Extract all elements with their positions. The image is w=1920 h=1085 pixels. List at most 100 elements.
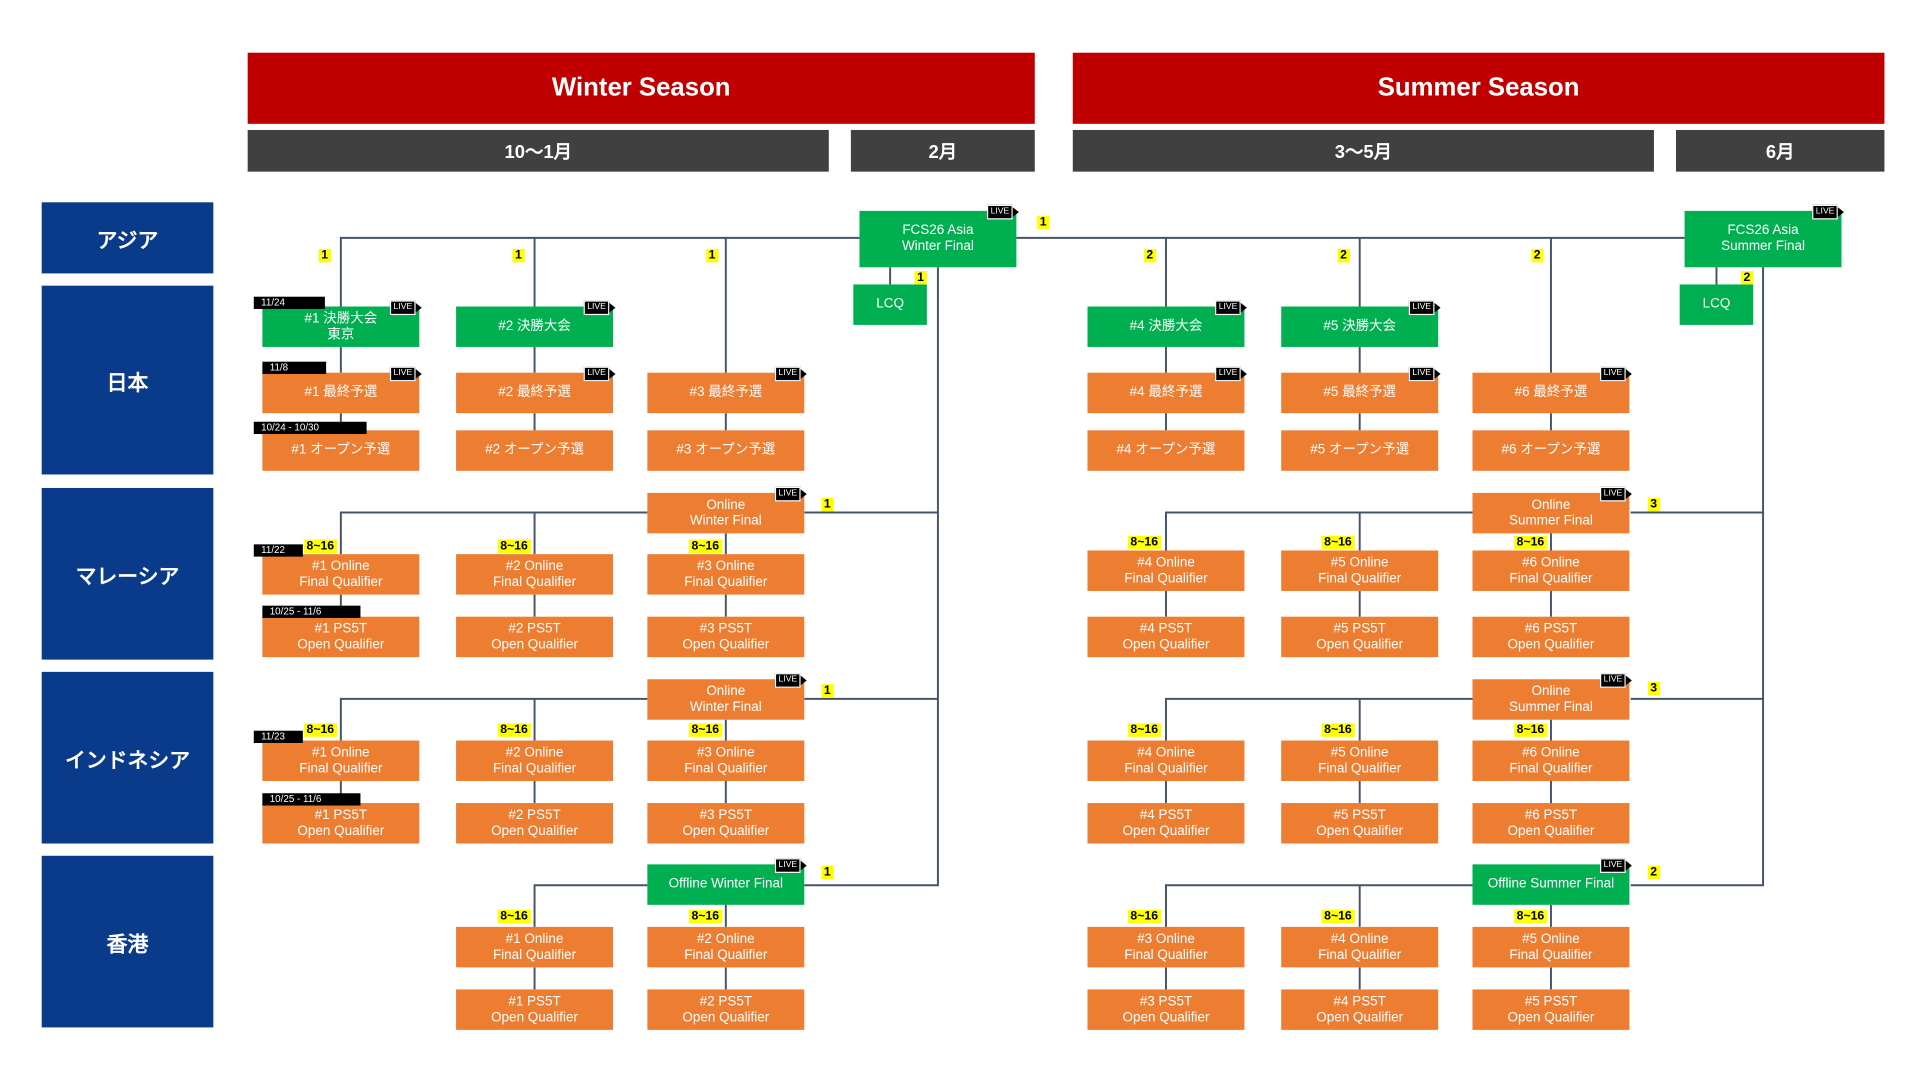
stage-box-j6: #1 オープン予選 bbox=[262, 430, 420, 471]
stage-box-label: #3 PS5T Open Qualifier bbox=[682, 807, 770, 839]
stage-box-a2: LCQ bbox=[853, 284, 927, 325]
stage-box-label: #1 最終予選 bbox=[304, 384, 378, 400]
seat-count-badge: 8~16 bbox=[1514, 909, 1547, 924]
stage-box-h1: Offline Winter Final bbox=[647, 864, 805, 905]
date-tag: 11/23 bbox=[253, 730, 303, 743]
stage-box-h2: #1 Online Final Qualifier bbox=[456, 926, 614, 968]
live-badge-icon: LIVE bbox=[774, 366, 808, 382]
stage-box-label: #1 Online Final Qualifier bbox=[299, 744, 383, 776]
region-hongkong: 香港 bbox=[41, 855, 214, 1028]
stage-box-label: #2 オープン予選 bbox=[485, 442, 584, 458]
seat-count-badge: 8~16 bbox=[689, 723, 722, 737]
stage-box-label: #5 PS5T Open Qualifier bbox=[1316, 807, 1404, 839]
seat-count-badge: 1 bbox=[318, 248, 331, 263]
seat-count-badge: 8~16 bbox=[1321, 723, 1355, 737]
live-badge-icon: LIVE bbox=[1812, 204, 1845, 220]
stage-box-label: #6 PS5T Open Qualifier bbox=[1507, 807, 1595, 839]
stage-box-label: Online Winter Final bbox=[689, 497, 762, 528]
month-header-mar-may: 3〜5月 bbox=[1072, 129, 1654, 172]
live-badge-icon: LIVE bbox=[389, 300, 423, 316]
region-asia: アジア bbox=[41, 202, 214, 274]
stage-box-label: Online Summer Final bbox=[1508, 683, 1593, 715]
stage-box-label: #5 PS5T Open Qualifier bbox=[1507, 993, 1595, 1025]
seat-count-badge: 3 bbox=[1647, 497, 1660, 512]
stage-box-label: #4 決勝大会 bbox=[1129, 318, 1203, 334]
stage-box-label: Offline Summer Final bbox=[1487, 876, 1615, 892]
stage-box-label: #6 Online Final Qualifier bbox=[1509, 744, 1593, 776]
region-japan: 日本 bbox=[41, 285, 214, 475]
seat-count-badge: 1 bbox=[706, 248, 718, 263]
stage-box-m5: #1 PS5T Open Qualifier bbox=[262, 616, 420, 658]
stage-box-label: FCS26 Asia Summer Final bbox=[1721, 223, 1806, 254]
stage-box-m7: #3 PS5T Open Qualifier bbox=[647, 616, 805, 658]
live-badge-icon: LIVE bbox=[774, 673, 808, 688]
stage-box-label: #4 Online Final Qualifier bbox=[1124, 744, 1208, 776]
stage-box-label: #1 PS5T Open Qualifier bbox=[297, 807, 385, 839]
live-badge-icon: LIVE bbox=[1215, 300, 1248, 316]
stage-box-label: #3 Online Final Qualifier bbox=[1124, 931, 1208, 962]
live-badge-icon: LIVE bbox=[986, 204, 1020, 220]
stage-box-label: #5 決勝大会 bbox=[1323, 318, 1397, 334]
seat-count-badge: 8~16 bbox=[1514, 723, 1547, 737]
stage-box-h5: #2 PS5T Open Qualifier bbox=[647, 989, 805, 1030]
stage-box-i1: Online Winter Final bbox=[647, 679, 805, 720]
stage-box-i13: #5 PS5T Open Qualifier bbox=[1281, 803, 1439, 844]
region-indonesia: インドネシア bbox=[41, 671, 214, 844]
stage-box-h10: #3 PS5T Open Qualifier bbox=[1087, 989, 1245, 1030]
seat-count-badge: 8~16 bbox=[304, 723, 337, 737]
region-malaysia: マレーシア bbox=[41, 487, 214, 660]
seat-count-badge: 8~16 bbox=[1321, 909, 1355, 924]
seat-count-badge: 1 bbox=[914, 270, 927, 285]
stage-box-j14: #4 オープン予選 bbox=[1087, 430, 1245, 471]
stage-box-i2: #1 Online Final Qualifier bbox=[262, 740, 420, 781]
summer-season-header: Summer Season bbox=[1072, 52, 1885, 124]
stage-box-label: #1 決勝大会 東京 bbox=[304, 310, 378, 342]
stage-box-label: #4 Online Final Qualifier bbox=[1318, 931, 1402, 962]
stage-box-j15: #5 オープン予選 bbox=[1281, 430, 1439, 471]
stage-box-label: #5 オープン予選 bbox=[1310, 442, 1410, 458]
stage-box-label: #5 Online Final Qualifier bbox=[1318, 554, 1402, 586]
stage-box-label: #6 オープン予選 bbox=[1501, 442, 1601, 458]
stage-box-label: #4 Online Final Qualifier bbox=[1124, 554, 1208, 586]
stage-box-j7: #2 オープン予選 bbox=[456, 430, 614, 471]
stage-box-h11: #4 PS5T Open Qualifier bbox=[1281, 989, 1439, 1030]
connector-line bbox=[533, 884, 648, 927]
live-badge-icon: LIVE bbox=[1408, 300, 1442, 316]
seat-count-badge: 8~16 bbox=[497, 909, 531, 924]
stage-box-m12: #4 PS5T Open Qualifier bbox=[1087, 616, 1245, 658]
stage-box-h3: #2 Online Final Qualifier bbox=[647, 926, 805, 968]
live-badge-icon: LIVE bbox=[1408, 366, 1442, 382]
date-tag: 11/22 bbox=[253, 544, 303, 557]
stage-box-m9: #4 Online Final Qualifier bbox=[1087, 550, 1245, 591]
live-badge-icon: LIVE bbox=[1215, 366, 1248, 382]
month-header-jun: 6月 bbox=[1676, 129, 1885, 172]
stage-box-a4: LCQ bbox=[1679, 284, 1754, 325]
stage-box-i7: #3 PS5T Open Qualifier bbox=[647, 803, 805, 844]
seat-count-badge: 8~16 bbox=[1321, 535, 1355, 550]
stage-box-i14: #6 PS5T Open Qualifier bbox=[1472, 803, 1630, 844]
stage-box-label: #2 PS5T Open Qualifier bbox=[682, 993, 770, 1025]
stage-box-j16: #6 オープン予選 bbox=[1472, 430, 1630, 471]
connector-line bbox=[339, 697, 648, 741]
stage-box-i9: #4 Online Final Qualifier bbox=[1087, 740, 1245, 781]
date-tag: 10/25 - 11/6 bbox=[262, 793, 361, 806]
stage-box-label: #2 Online Final Qualifier bbox=[684, 931, 768, 962]
stage-box-label: #5 PS5T Open Qualifier bbox=[1316, 620, 1404, 652]
seat-count-badge: 2 bbox=[1647, 865, 1660, 880]
seat-count-badge: 1 bbox=[512, 248, 525, 263]
stage-box-m3: #2 Online Final Qualifier bbox=[456, 554, 614, 595]
stage-box-label: #2 Online Final Qualifier bbox=[492, 744, 577, 776]
connector-line bbox=[339, 511, 648, 555]
date-tag: 11/24 bbox=[253, 296, 325, 309]
live-badge-icon: LIVE bbox=[774, 486, 808, 502]
stage-box-label: #4 PS5T Open Qualifier bbox=[1122, 807, 1210, 839]
stage-box-i12: #4 PS5T Open Qualifier bbox=[1087, 803, 1245, 844]
seat-count-badge: 8~16 bbox=[497, 723, 531, 737]
stage-box-label: #2 Online Final Qualifier bbox=[492, 558, 577, 590]
stage-box-label: #4 オープン予選 bbox=[1116, 442, 1216, 458]
stage-box-a1: FCS26 Asia Winter Final bbox=[859, 210, 1017, 268]
stage-box-label: FCS26 Asia Winter Final bbox=[901, 223, 974, 254]
live-badge-icon: LIVE bbox=[583, 300, 616, 316]
seat-count-badge: 2 bbox=[1337, 248, 1350, 263]
